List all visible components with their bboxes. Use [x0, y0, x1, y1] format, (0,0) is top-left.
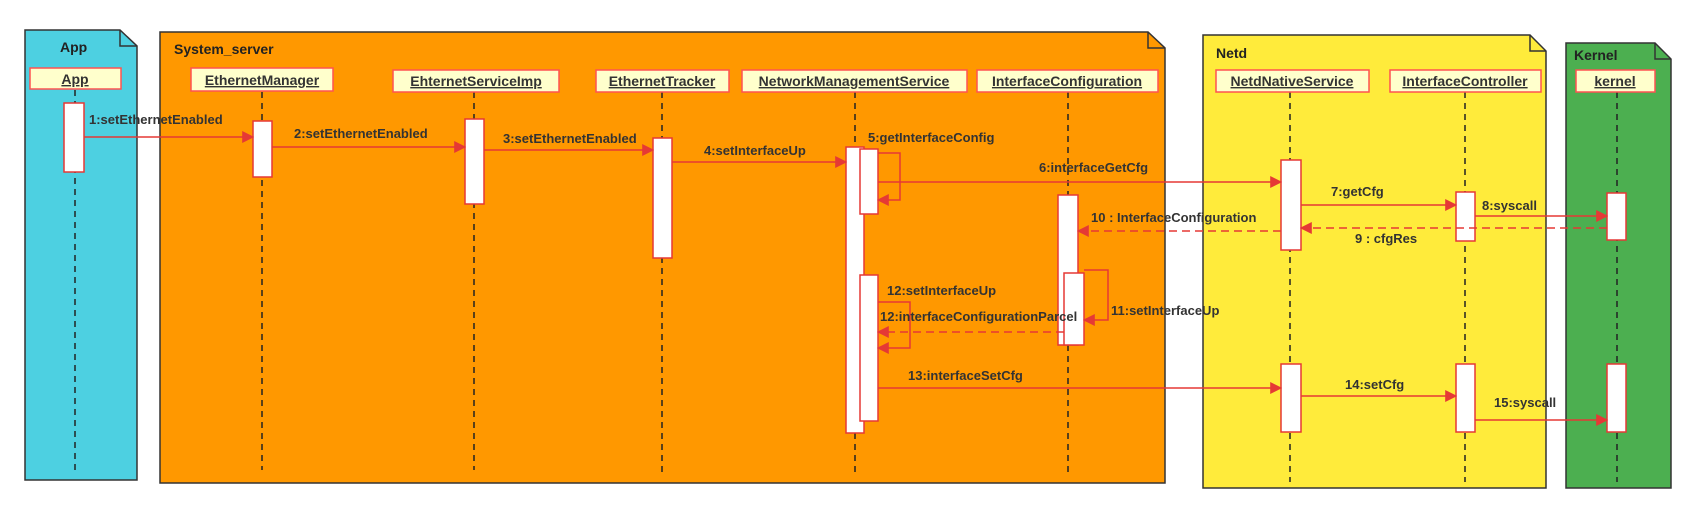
message-label-15: 15:syscall	[1494, 395, 1556, 410]
participant-netd-native-service[interactable]: NetdNativeService	[1215, 69, 1370, 93]
activation-interface-controller-1	[1455, 191, 1476, 242]
message-label-10: 10 : InterfaceConfiguration	[1091, 210, 1256, 225]
message-label-8: 8:syscall	[1482, 198, 1537, 213]
participant-network-management-service[interactable]: NetworkManagementService	[741, 69, 968, 93]
participant-ethernet-tracker-label: EthernetTracker	[609, 73, 716, 89]
participant-netd-native-service-label: NetdNativeService	[1231, 73, 1354, 89]
activation-ethernet-tracker	[652, 137, 673, 259]
participant-interface-controller[interactable]: InterfaceController	[1389, 69, 1542, 93]
activation-ethernet-manager	[252, 120, 273, 178]
message-arrow-11	[1082, 269, 1109, 326]
activation-ethernet-service-imp	[464, 118, 485, 205]
messages	[84, 131, 1609, 426]
participant-app-label: App	[61, 71, 88, 87]
group-kernel-title: Kernel	[1574, 47, 1618, 63]
group-kernel: Kernel	[1565, 42, 1672, 489]
group-app: App	[24, 29, 138, 481]
message-label-3: 3:setEthernetEnabled	[503, 131, 637, 146]
activation-nms-self-12	[859, 274, 879, 422]
group-system-server-title: System_server	[174, 41, 274, 57]
message-label-1: 1:setEthernetEnabled	[89, 112, 223, 127]
activation-kernel-1	[1606, 192, 1627, 241]
message-label-7: 7:getCfg	[1331, 184, 1384, 199]
participant-kernel-label: kernel	[1594, 73, 1635, 89]
message-label-6: 6:interfaceGetCfg	[1039, 160, 1148, 175]
message-arrow-12-self	[876, 301, 911, 354]
participant-ethernet-service-imp[interactable]: EhternetServiceImp	[392, 69, 560, 93]
message-labels: 1:setEthernetEnabled 2:setEthernetEnable…	[89, 112, 1556, 410]
message-label-9: 9 : cfgRes	[1355, 231, 1417, 246]
participant-ethernet-tracker[interactable]: EthernetTracker	[595, 69, 730, 93]
group-app-title: App	[60, 39, 87, 55]
message-label-4: 4:setInterfaceUp	[704, 143, 806, 158]
message-label-5: 5:getInterfaceConfig	[868, 130, 994, 145]
activation-netd-native-service-2	[1280, 363, 1302, 433]
activation-netd-native-service-1	[1280, 159, 1302, 251]
message-label-11: 11:setInterfaceUp	[1111, 303, 1219, 318]
participant-interface-configuration-label: InterfaceConfiguration	[992, 73, 1142, 89]
message-label-12-self: 12:setInterfaceUp	[887, 283, 996, 298]
activation-nms-self-5	[859, 148, 879, 215]
message-label-12-return: 12:interfaceConfigurationParcel	[880, 309, 1077, 324]
participant-interface-configuration[interactable]: InterfaceConfiguration	[976, 69, 1159, 93]
message-arrow-5	[876, 152, 901, 206]
message-label-2: 2:setEthernetEnabled	[294, 126, 428, 141]
activation-app	[63, 102, 85, 173]
group-netd-title: Netd	[1216, 45, 1247, 61]
activation-ic-self-11	[1063, 272, 1085, 346]
message-label-13: 13:interfaceSetCfg	[908, 368, 1023, 383]
participant-ethernet-manager[interactable]: EthernetManager	[190, 67, 334, 92]
activations	[63, 102, 1627, 434]
activation-interface-controller-2	[1455, 363, 1476, 433]
participant-network-management-service-label: NetworkManagementService	[759, 73, 950, 89]
message-label-14: 14:setCfg	[1345, 377, 1404, 392]
activation-kernel-2	[1606, 363, 1627, 433]
participant-ethernet-manager-label: EthernetManager	[205, 72, 320, 88]
participant-interface-controller-label: InterfaceController	[1402, 73, 1528, 89]
participant-app[interactable]: App	[29, 67, 122, 90]
participant-kernel[interactable]: kernel	[1575, 69, 1656, 93]
participant-ethernet-service-imp-label: EhternetServiceImp	[410, 73, 542, 89]
